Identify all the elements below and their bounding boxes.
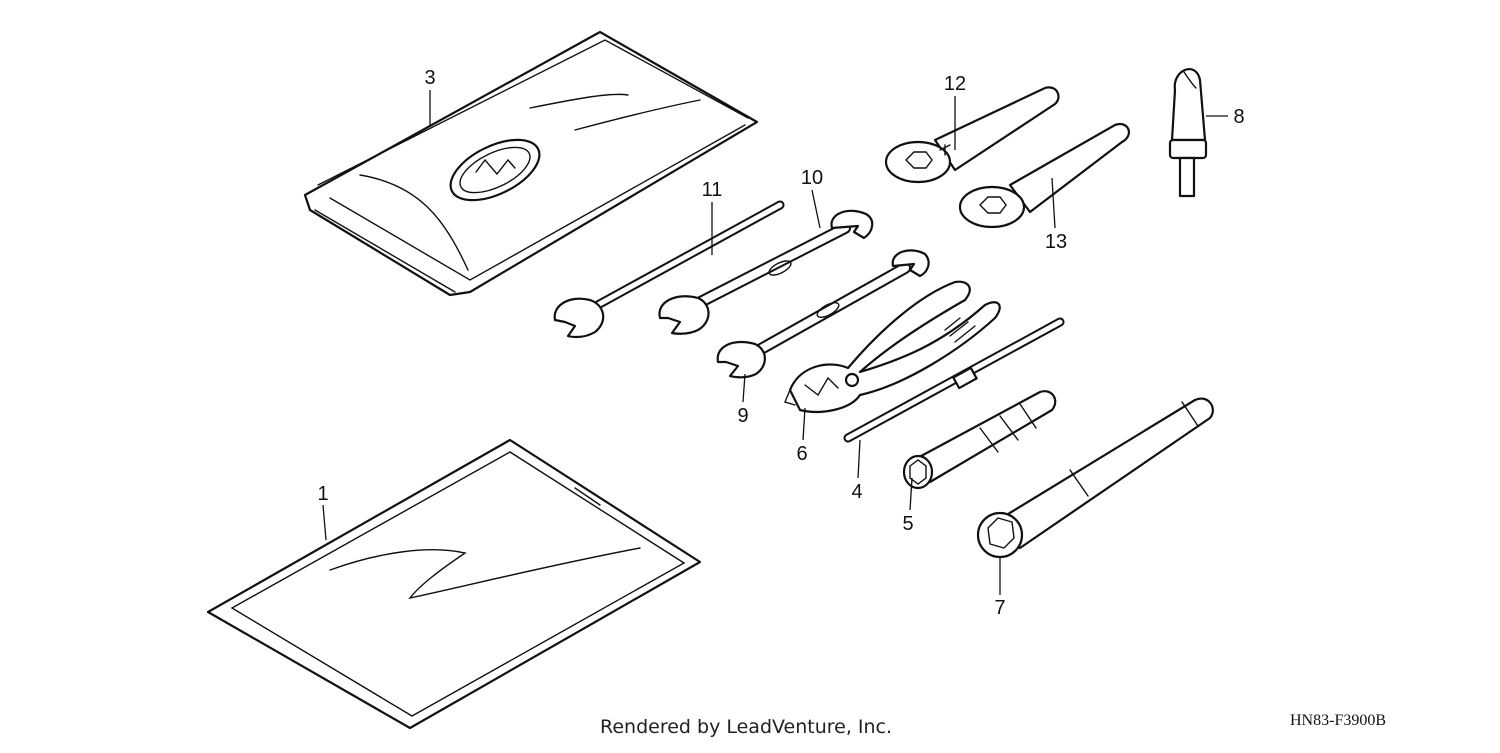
callout-1: 1 — [317, 483, 328, 505]
callout-13: 13 — [1045, 231, 1067, 253]
callout-4: 4 — [851, 481, 862, 503]
callout-3: 3 — [424, 67, 435, 89]
callout-9: 9 — [737, 405, 748, 427]
callout-numbers: 1 3 4 5 6 7 8 9 10 11 12 13 — [317, 67, 1244, 619]
callout-10: 10 — [801, 167, 823, 189]
callout-12: 12 — [944, 73, 966, 95]
callout-6: 6 — [796, 443, 807, 465]
callout-8: 8 — [1233, 106, 1244, 128]
part-10-double-wrench[interactable] — [658, 209, 874, 335]
callout-5: 5 — [902, 513, 913, 535]
diagram-code: HN83-F3900B — [1290, 712, 1387, 729]
part-13-box-wrench[interactable] — [958, 122, 1131, 229]
part-7-plug-wrench[interactable] — [976, 397, 1214, 559]
footer-credit: Rendered by LeadVenture, Inc. — [600, 716, 893, 738]
callout-7: 7 — [994, 597, 1005, 619]
callout-11: 11 — [702, 179, 723, 201]
part-5-screwdriver-handle[interactable] — [902, 390, 1057, 490]
part-8-screwdriver-bit[interactable] — [1168, 68, 1208, 198]
leader-lines — [322, 90, 1228, 595]
part-6-pliers[interactable] — [784, 280, 1001, 413]
part-3-tool-bag[interactable] — [303, 30, 759, 297]
part-4-screwdriver[interactable] — [843, 317, 1065, 443]
part-1-owners-manual-envelope[interactable] — [206, 438, 702, 730]
part-11-wrench[interactable] — [553, 200, 785, 339]
part-9-double-wrench[interactable] — [716, 249, 930, 379]
part-12-box-wrench[interactable] — [884, 86, 1060, 184]
